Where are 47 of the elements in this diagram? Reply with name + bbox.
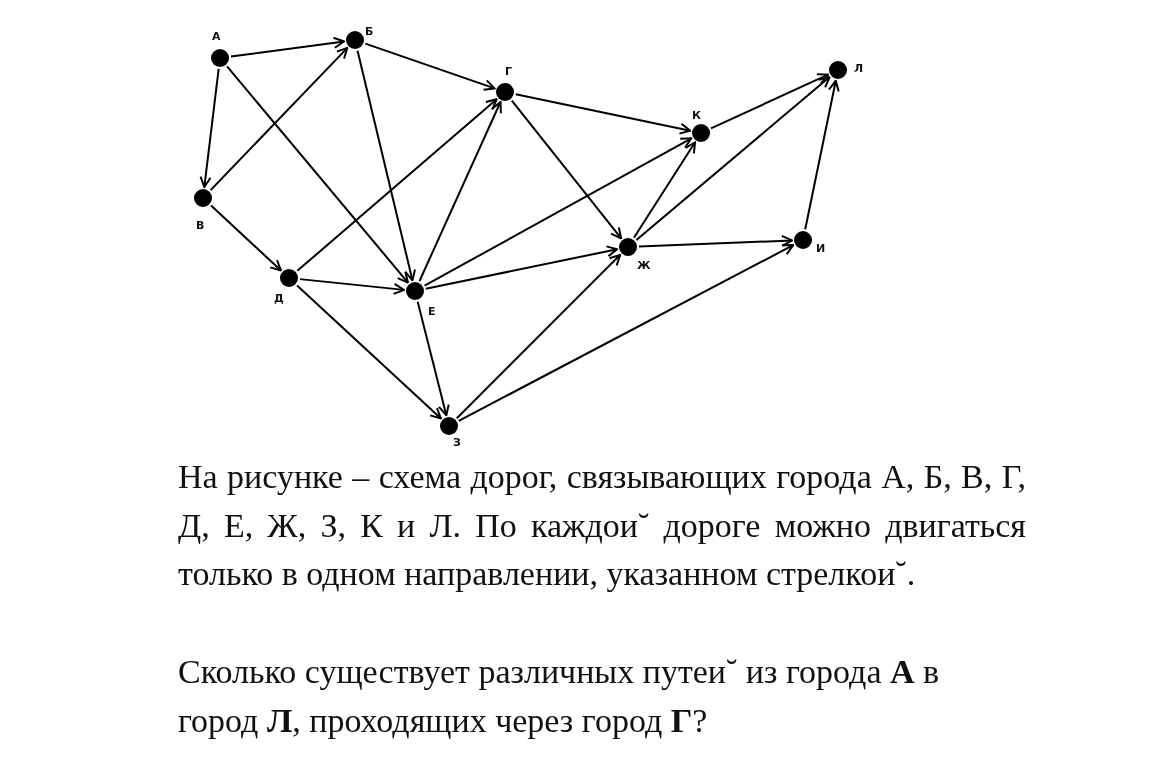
city-label: Г [505,66,512,77]
city-dot [406,282,424,300]
arrow [804,79,840,231]
arrow [635,76,831,241]
arrow [229,36,346,58]
city-label: Л [854,63,864,74]
city-label: А [212,31,221,42]
arrow [514,93,692,135]
arrow [210,204,282,272]
arrow [638,234,793,248]
question-text: На рисунке – схема дорог, связывающих города А, Б, В, Г, Д, Е, Ж, З, К и Л. По каждои˘ дороге можно двигаться только в одном направлении, указанном стрелкои˘. [178,457,1026,594]
arrow [710,73,829,130]
city-label: З [453,437,461,448]
city-label: Е [428,306,436,317]
arrow [209,46,349,192]
city-label: Б [365,26,374,37]
city-dot [211,49,229,67]
arrow [455,253,622,420]
city-dot [194,189,212,207]
arrow [632,141,697,239]
city-dot [829,61,847,79]
arrow [298,278,406,295]
arrow [364,42,496,91]
city-label: К [692,110,701,121]
city-dot [496,83,514,101]
city-dot [346,31,364,49]
city-dot [692,124,710,142]
city-label: Д [274,293,284,304]
city-label: И [816,243,826,254]
city-label: В [196,220,205,231]
arrow [199,67,220,189]
city-dot [440,417,458,435]
city-label: Ж [637,260,651,271]
city-dot [619,238,637,256]
city-dot [794,231,812,249]
arrow [423,137,693,287]
arrow [510,99,623,240]
question-text: Сколько существует различных путеи˘ из города А в город Л, проходящих через город Г? [178,652,941,741]
arrow [226,65,409,284]
arrow [424,245,619,290]
arrow [296,284,442,420]
arrow [296,98,498,272]
arrow [457,244,795,422]
arrow [418,101,502,282]
arrow [356,49,416,282]
arrow [416,300,450,417]
city-dot [280,269,298,287]
